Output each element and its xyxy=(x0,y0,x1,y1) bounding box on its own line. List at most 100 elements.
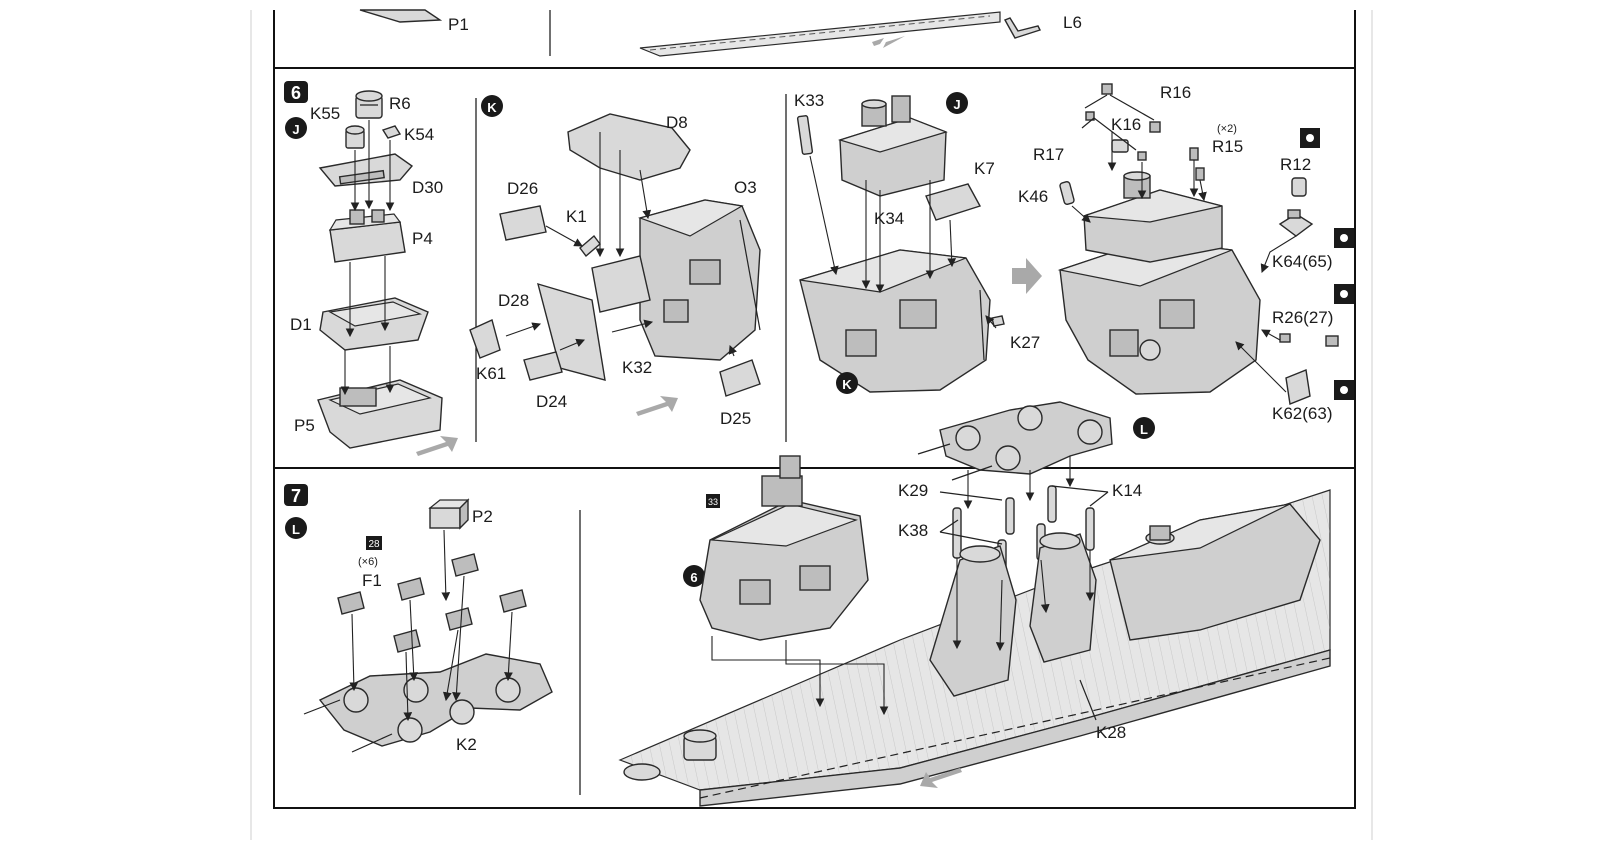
label-d25: D25 xyxy=(720,409,751,428)
part-k64 xyxy=(1278,209,1314,237)
badge-f1-number: 28 xyxy=(368,539,380,550)
label-p4: P4 xyxy=(412,229,433,248)
marker-k-label-b: K xyxy=(842,377,852,392)
assembly-combined-bridge xyxy=(1057,171,1261,395)
label-r17: R17 xyxy=(1033,145,1064,164)
marker-j-label: J xyxy=(292,122,299,137)
label-k46: K46 xyxy=(1018,187,1048,206)
marker-l-circle xyxy=(285,517,307,539)
part-k33 xyxy=(796,115,814,155)
step7-frame xyxy=(273,467,1356,809)
marker-j-circle-b xyxy=(946,92,968,114)
part-k7 xyxy=(925,183,982,221)
label-k29: K29 xyxy=(898,481,928,500)
label-x6: (×6) xyxy=(358,556,378,568)
part-k62 xyxy=(1285,369,1311,405)
marker-k-circle-b xyxy=(836,372,858,394)
step6-ref-circle xyxy=(683,565,705,587)
label-p2: P2 xyxy=(472,507,493,526)
assembly-bridge-tower xyxy=(699,455,869,641)
part-d26 xyxy=(499,205,547,241)
step6-number: 6 xyxy=(291,83,301,103)
marker-k-label-a: K xyxy=(487,100,497,115)
part-k46 xyxy=(1059,181,1075,205)
part-o3 xyxy=(638,199,761,361)
label-o3: O3 xyxy=(734,178,757,197)
label-p1: P1 xyxy=(448,15,469,34)
assembly-j-bridge xyxy=(837,95,948,197)
part-p1-fragment xyxy=(359,9,443,23)
marker-l-circle-b xyxy=(1133,417,1155,439)
hull-fragment-top xyxy=(639,11,1001,57)
label-d1: D1 xyxy=(290,315,312,334)
badge-f1-icon xyxy=(366,536,382,550)
step6-panel4: R16 K16 (×2) R15 R17 K46 R1 xyxy=(1018,83,1354,423)
badge-33-number: 33 xyxy=(708,497,718,507)
label-k33: K33 xyxy=(794,91,824,110)
label-d28: D28 xyxy=(498,291,529,310)
label-k54: K54 xyxy=(404,125,434,144)
top-strip: P1 L6 xyxy=(273,9,1356,68)
label-r16: R16 xyxy=(1160,83,1191,102)
label-l6: L6 xyxy=(1063,13,1082,32)
label-k16: K16 xyxy=(1111,115,1141,134)
part-d25 xyxy=(719,359,761,397)
step6-ref-label: 6 xyxy=(690,570,697,585)
flow-arrow-p2 xyxy=(636,396,678,416)
label-d24: D24 xyxy=(536,392,567,411)
part-r15 xyxy=(1189,147,1205,181)
label-k1: K1 xyxy=(566,207,587,226)
ship-rear-superstructure xyxy=(1109,503,1321,641)
part-k1 xyxy=(579,234,601,258)
part-r26 xyxy=(1279,333,1339,347)
label-f1: F1 xyxy=(362,571,382,590)
label-d30: D30 xyxy=(412,178,443,197)
part-d8 xyxy=(567,113,691,181)
label-k32: K32 xyxy=(622,358,652,377)
label-p5: P5 xyxy=(294,416,315,435)
marker-j-label-b: J xyxy=(953,97,960,112)
flow-arrow-p1 xyxy=(416,436,458,456)
part-k61 xyxy=(469,319,501,359)
flow-arrow-step7 xyxy=(920,768,962,788)
assembly-k-body xyxy=(799,249,991,393)
label-x2: (×2) xyxy=(1217,123,1237,135)
label-k14: K14 xyxy=(1112,481,1142,500)
ship-funnels xyxy=(929,532,1097,697)
label-k2: K2 xyxy=(456,735,477,754)
label-r12: R12 xyxy=(1280,155,1311,174)
marker-l-label-b: L xyxy=(1140,422,1148,437)
step6-panel1: 6 J R6 K55 K54 D30 P4 xyxy=(284,81,458,456)
part-d24 xyxy=(523,351,563,381)
part-p4 xyxy=(328,209,406,263)
step7-number-badge xyxy=(284,484,308,506)
label-k38: K38 xyxy=(898,521,928,540)
label-k7: K7 xyxy=(974,159,995,178)
ship-forward-mounts xyxy=(623,729,717,781)
label-k27: K27 xyxy=(1010,333,1040,352)
part-d30 xyxy=(318,153,414,187)
step7-panel2: 33 6 L K29 K38 K14 xyxy=(618,401,1331,807)
part-k2 xyxy=(303,653,553,753)
part-r16 xyxy=(1101,83,1161,133)
label-r15: R15 xyxy=(1212,137,1243,156)
part-p2 xyxy=(428,498,470,530)
step6-panel3: K33 J K7 K34 K K27 xyxy=(794,91,1040,394)
label-k62: K62(63) xyxy=(1272,404,1332,423)
step6-number-badge xyxy=(284,81,308,103)
part-r6 xyxy=(355,90,383,119)
part-r12 xyxy=(1291,177,1307,197)
part-middle-block xyxy=(591,255,651,313)
step7-panel1: 7 L P2 28 (×6) F1 xyxy=(284,484,553,754)
label-r26: R26(27) xyxy=(1272,308,1333,327)
part-p5 xyxy=(317,379,443,449)
part-r17 xyxy=(1085,111,1147,161)
label-k61: K61 xyxy=(476,364,506,383)
part-k55 xyxy=(345,125,365,149)
label-d26: D26 xyxy=(507,179,538,198)
flow-arrow-step6 xyxy=(1012,258,1042,294)
part-d1 xyxy=(319,297,429,351)
label-k34: K34 xyxy=(874,209,904,228)
marker-k-circle-a xyxy=(481,95,503,117)
